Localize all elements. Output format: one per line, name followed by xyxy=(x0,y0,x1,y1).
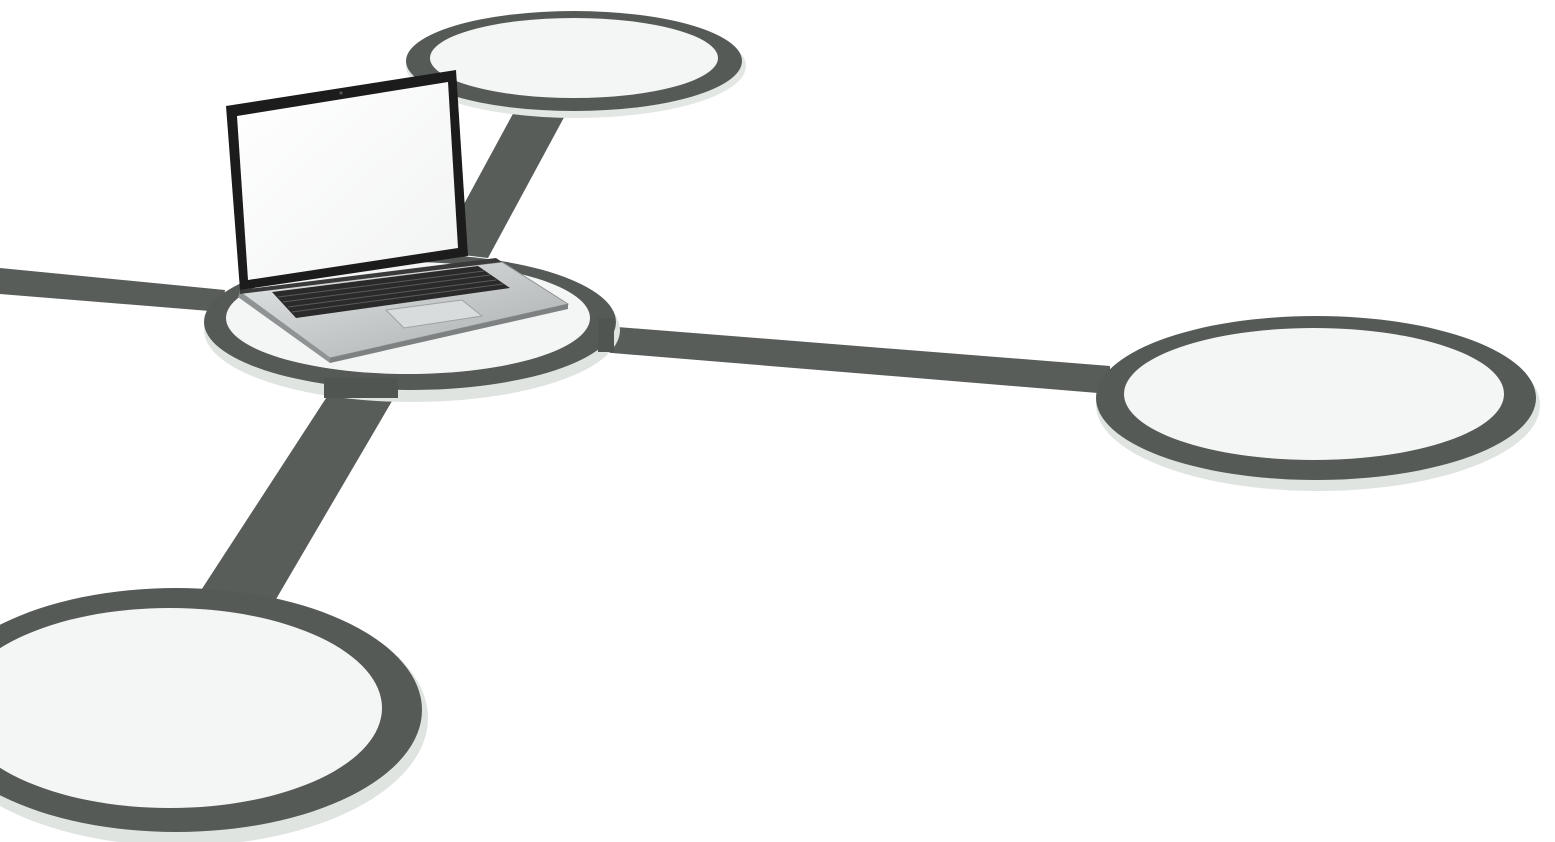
connector-left xyxy=(0,268,225,312)
connector-bottom-left xyxy=(196,392,395,606)
laptop-camera xyxy=(339,91,342,94)
connector-right xyxy=(600,326,1110,394)
pad-bottom-left xyxy=(0,588,428,842)
pad-right xyxy=(1096,316,1540,491)
laptop-screen xyxy=(237,82,458,280)
